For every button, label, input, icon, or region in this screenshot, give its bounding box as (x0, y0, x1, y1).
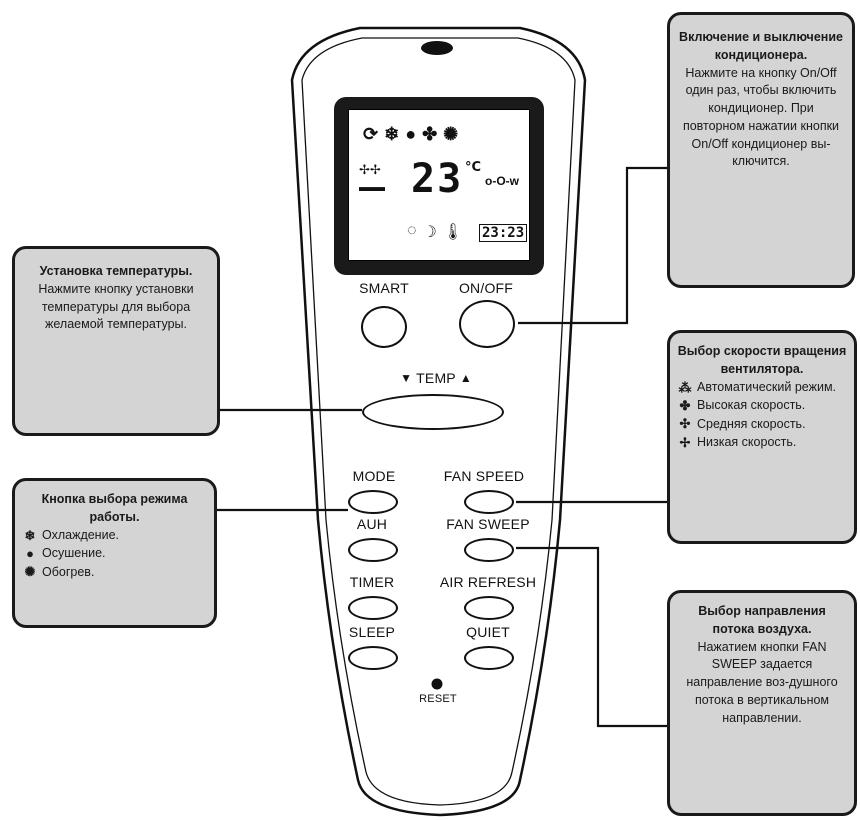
fan-item-label: Автоматический режим. (697, 379, 837, 394)
snowflake-icon: ❄ (384, 124, 400, 144)
callout-power-title: Включение и выключение кондиционера. (679, 30, 843, 62)
callout-mode: Кнопка выбора режима работы. ❄ Охлаждени… (12, 478, 217, 628)
callout-mode-title: Кнопка выбора режима работы. (41, 492, 188, 524)
air-refresh-button[interactable] (464, 596, 514, 620)
snowflake-icon: ❄ (24, 527, 36, 543)
battery-indicator-icon: ▬▬ (359, 178, 385, 194)
air-refresh-label: AIR REFRESH (439, 574, 537, 590)
smart-button[interactable] (361, 306, 407, 348)
fan-item-high: ✤ Высокая скорость. (676, 397, 848, 415)
lcd-fan-status: ✢✢ ▬▬ (359, 162, 385, 196)
onoff-button[interactable] (459, 300, 515, 348)
auh-button[interactable] (348, 538, 398, 562)
humidity-icon: ◌ (407, 222, 417, 239)
lcd-screen: ⟳ ❄ ● ✤ ✺ ✢✢ ▬▬ 23 °C o-O-w ◌ ☽ 🌡 23:23 (348, 109, 530, 261)
moon-icon: ☽ (422, 224, 437, 241)
lcd-display: ⟳ ❄ ● ✤ ✺ ✢✢ ▬▬ 23 °C o-O-w ◌ ☽ 🌡 23:23 (334, 97, 544, 275)
fan-item-label: Средняя скорость. (697, 416, 806, 431)
auto-mode-icon: ⟳ (363, 124, 379, 144)
callout-temp-body: Нажмите кнопку установки температуры для… (38, 281, 194, 332)
quiet-button[interactable] (464, 646, 514, 670)
arrow-up-icon: ▲ (459, 371, 472, 385)
mode-item-label: Обогрев. (42, 564, 95, 579)
fan-medium-icon: ✣ (679, 416, 691, 432)
callout-fan-title: Выбор скорости вращения вентилятора. (677, 344, 847, 376)
fan-low-icon: ✢ (679, 434, 691, 450)
mode-item-heat: ✺ Обогрев. (21, 563, 208, 581)
callout-sweep-body: Нажатием кнопки FAN SWEEP задается напра… (686, 639, 838, 725)
lcd-temperature: 23 (411, 156, 464, 202)
fan-item-label: Низкая скорость. (697, 435, 797, 450)
thermometer-icon: 🌡 (442, 224, 464, 241)
quiet-label: QUIET (466, 624, 510, 640)
sun-icon: ✺ (24, 564, 36, 580)
mode-item-label: Охлаждение. (42, 527, 119, 542)
callout-power: Включение и выключение кондиционера. Наж… (667, 12, 855, 288)
mode-item-cool: ❄ Охлаждение. (21, 527, 208, 545)
fan-item-auto: ⁂ Автоматический режим. (676, 379, 848, 397)
mode-item-label: Осушение. (42, 546, 106, 561)
lcd-mode-icons: ⟳ ❄ ● ✤ ✺ (363, 124, 458, 145)
fan-speed-indicator-icon: ✢✢ (359, 162, 381, 177)
reset-label: RESET (419, 693, 457, 705)
temp-label-row: ▼ TEMP ▲ (400, 370, 472, 386)
lcd-bottom-icons: ◌ ☽ 🌡 (407, 222, 463, 242)
lcd-clock: 23:23 (479, 224, 528, 242)
drop-icon: ● (26, 545, 34, 561)
lcd-unit: °C (465, 160, 482, 175)
sleep-label: SLEEP (348, 624, 396, 640)
temp-label: TEMP (416, 370, 456, 386)
callout-temp-title: Установка температуры. (39, 264, 193, 278)
smart-label: SMART (359, 280, 409, 296)
fan-sweep-button[interactable] (464, 538, 514, 562)
onoff-label: ON/OFF (458, 280, 514, 296)
temp-button[interactable] (362, 394, 504, 430)
auh-label: AUH (356, 516, 388, 532)
fan-speed-button[interactable] (464, 490, 514, 514)
fan-item-medium: ✣ Средняя скорость. (676, 415, 848, 433)
mode-button[interactable] (348, 490, 398, 514)
fan-speed-label: FAN SPEED (443, 468, 525, 484)
fan-auto-icon: ⁂ (678, 379, 692, 395)
arrow-down-icon: ▼ (400, 371, 413, 385)
remote-inner-outline (301, 37, 576, 806)
fan-item-label: Высокая скорость. (697, 398, 806, 413)
reset-hole[interactable] (431, 678, 443, 690)
sun-icon: ✺ (443, 124, 459, 144)
mode-item-dry: ● Осушение. (21, 545, 208, 563)
timer-label: TIMER (349, 574, 395, 590)
fan-high-icon: ✤ (679, 397, 691, 413)
key-lock-icon: o-O-w (485, 174, 519, 188)
timer-button[interactable] (348, 596, 398, 620)
leader-power (518, 166, 667, 325)
fan-sweep-label: FAN SWEEP (446, 516, 530, 532)
mode-label: MODE (352, 468, 396, 484)
callout-power-body: Нажмите на кнопку On/Off один раз, чтобы… (682, 65, 840, 169)
callout-temperature: Установка температуры. Нажмите кнопку ус… (12, 246, 220, 436)
leader-sweep (516, 546, 667, 728)
ir-emitter (421, 41, 453, 55)
fan-icon: ✤ (422, 124, 438, 144)
callout-sweep-title: Выбор направления потока воздуха. (698, 604, 826, 636)
sleep-button[interactable] (348, 646, 398, 670)
fan-item-low: ✢ Низкая скорость. (676, 434, 848, 452)
callout-fan-speed: Выбор скорости вращения вентилятора. ⁂ А… (667, 330, 857, 544)
drop-icon: ● (405, 124, 417, 144)
callout-fan-sweep: Выбор направления потока воздуха. Нажати… (667, 590, 857, 816)
